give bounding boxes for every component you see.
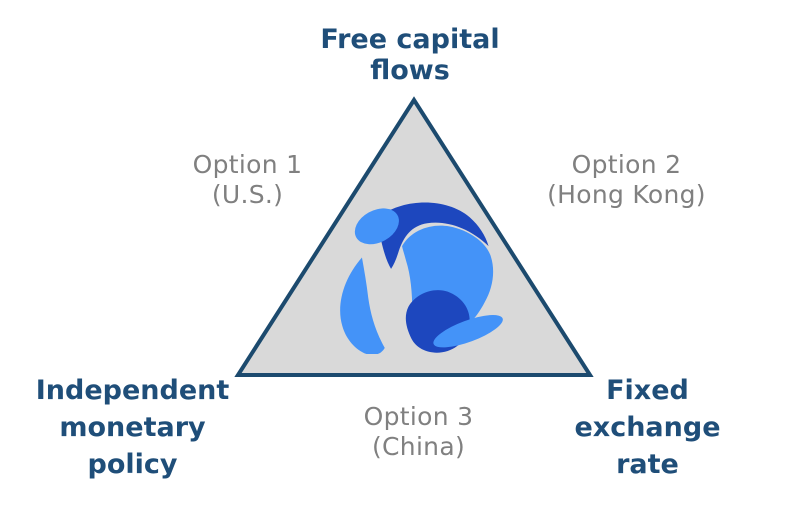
option-title: Option 3: [363, 402, 474, 431]
option-title: Option 1: [192, 150, 303, 179]
vertex-label-line: exchange: [574, 412, 721, 443]
terra-luna-globe-logo-icon: [340, 202, 503, 354]
vertex-label-line: Fixed: [606, 375, 689, 406]
vertex-label-free-capital-flows: Free capital flows: [250, 24, 570, 86]
vertex-label-line: policy: [87, 449, 178, 480]
vertex-label-line: monetary: [59, 412, 206, 443]
vertex-label-fixed-exchange-rate: Fixed exchange rate: [545, 372, 750, 483]
vertex-label-line: Independent: [35, 375, 230, 406]
option-1-label: Option 1 (U.S.): [145, 150, 350, 210]
vertex-label-line: flows: [370, 55, 450, 86]
option-subtitle: (U.S.): [211, 180, 284, 209]
option-2-label: Option 2 (Hong Kong): [524, 150, 729, 210]
vertex-label-independent-monetary-policy: Independent monetary policy: [10, 372, 255, 483]
option-subtitle: (China): [371, 432, 466, 461]
vertex-label-line: rate: [616, 449, 679, 480]
vertex-label-line: Free capital: [320, 24, 500, 55]
option-title: Option 2: [571, 150, 682, 179]
option-subtitle: (Hong Kong): [547, 180, 706, 209]
option-3-label: Option 3 (China): [316, 402, 521, 462]
